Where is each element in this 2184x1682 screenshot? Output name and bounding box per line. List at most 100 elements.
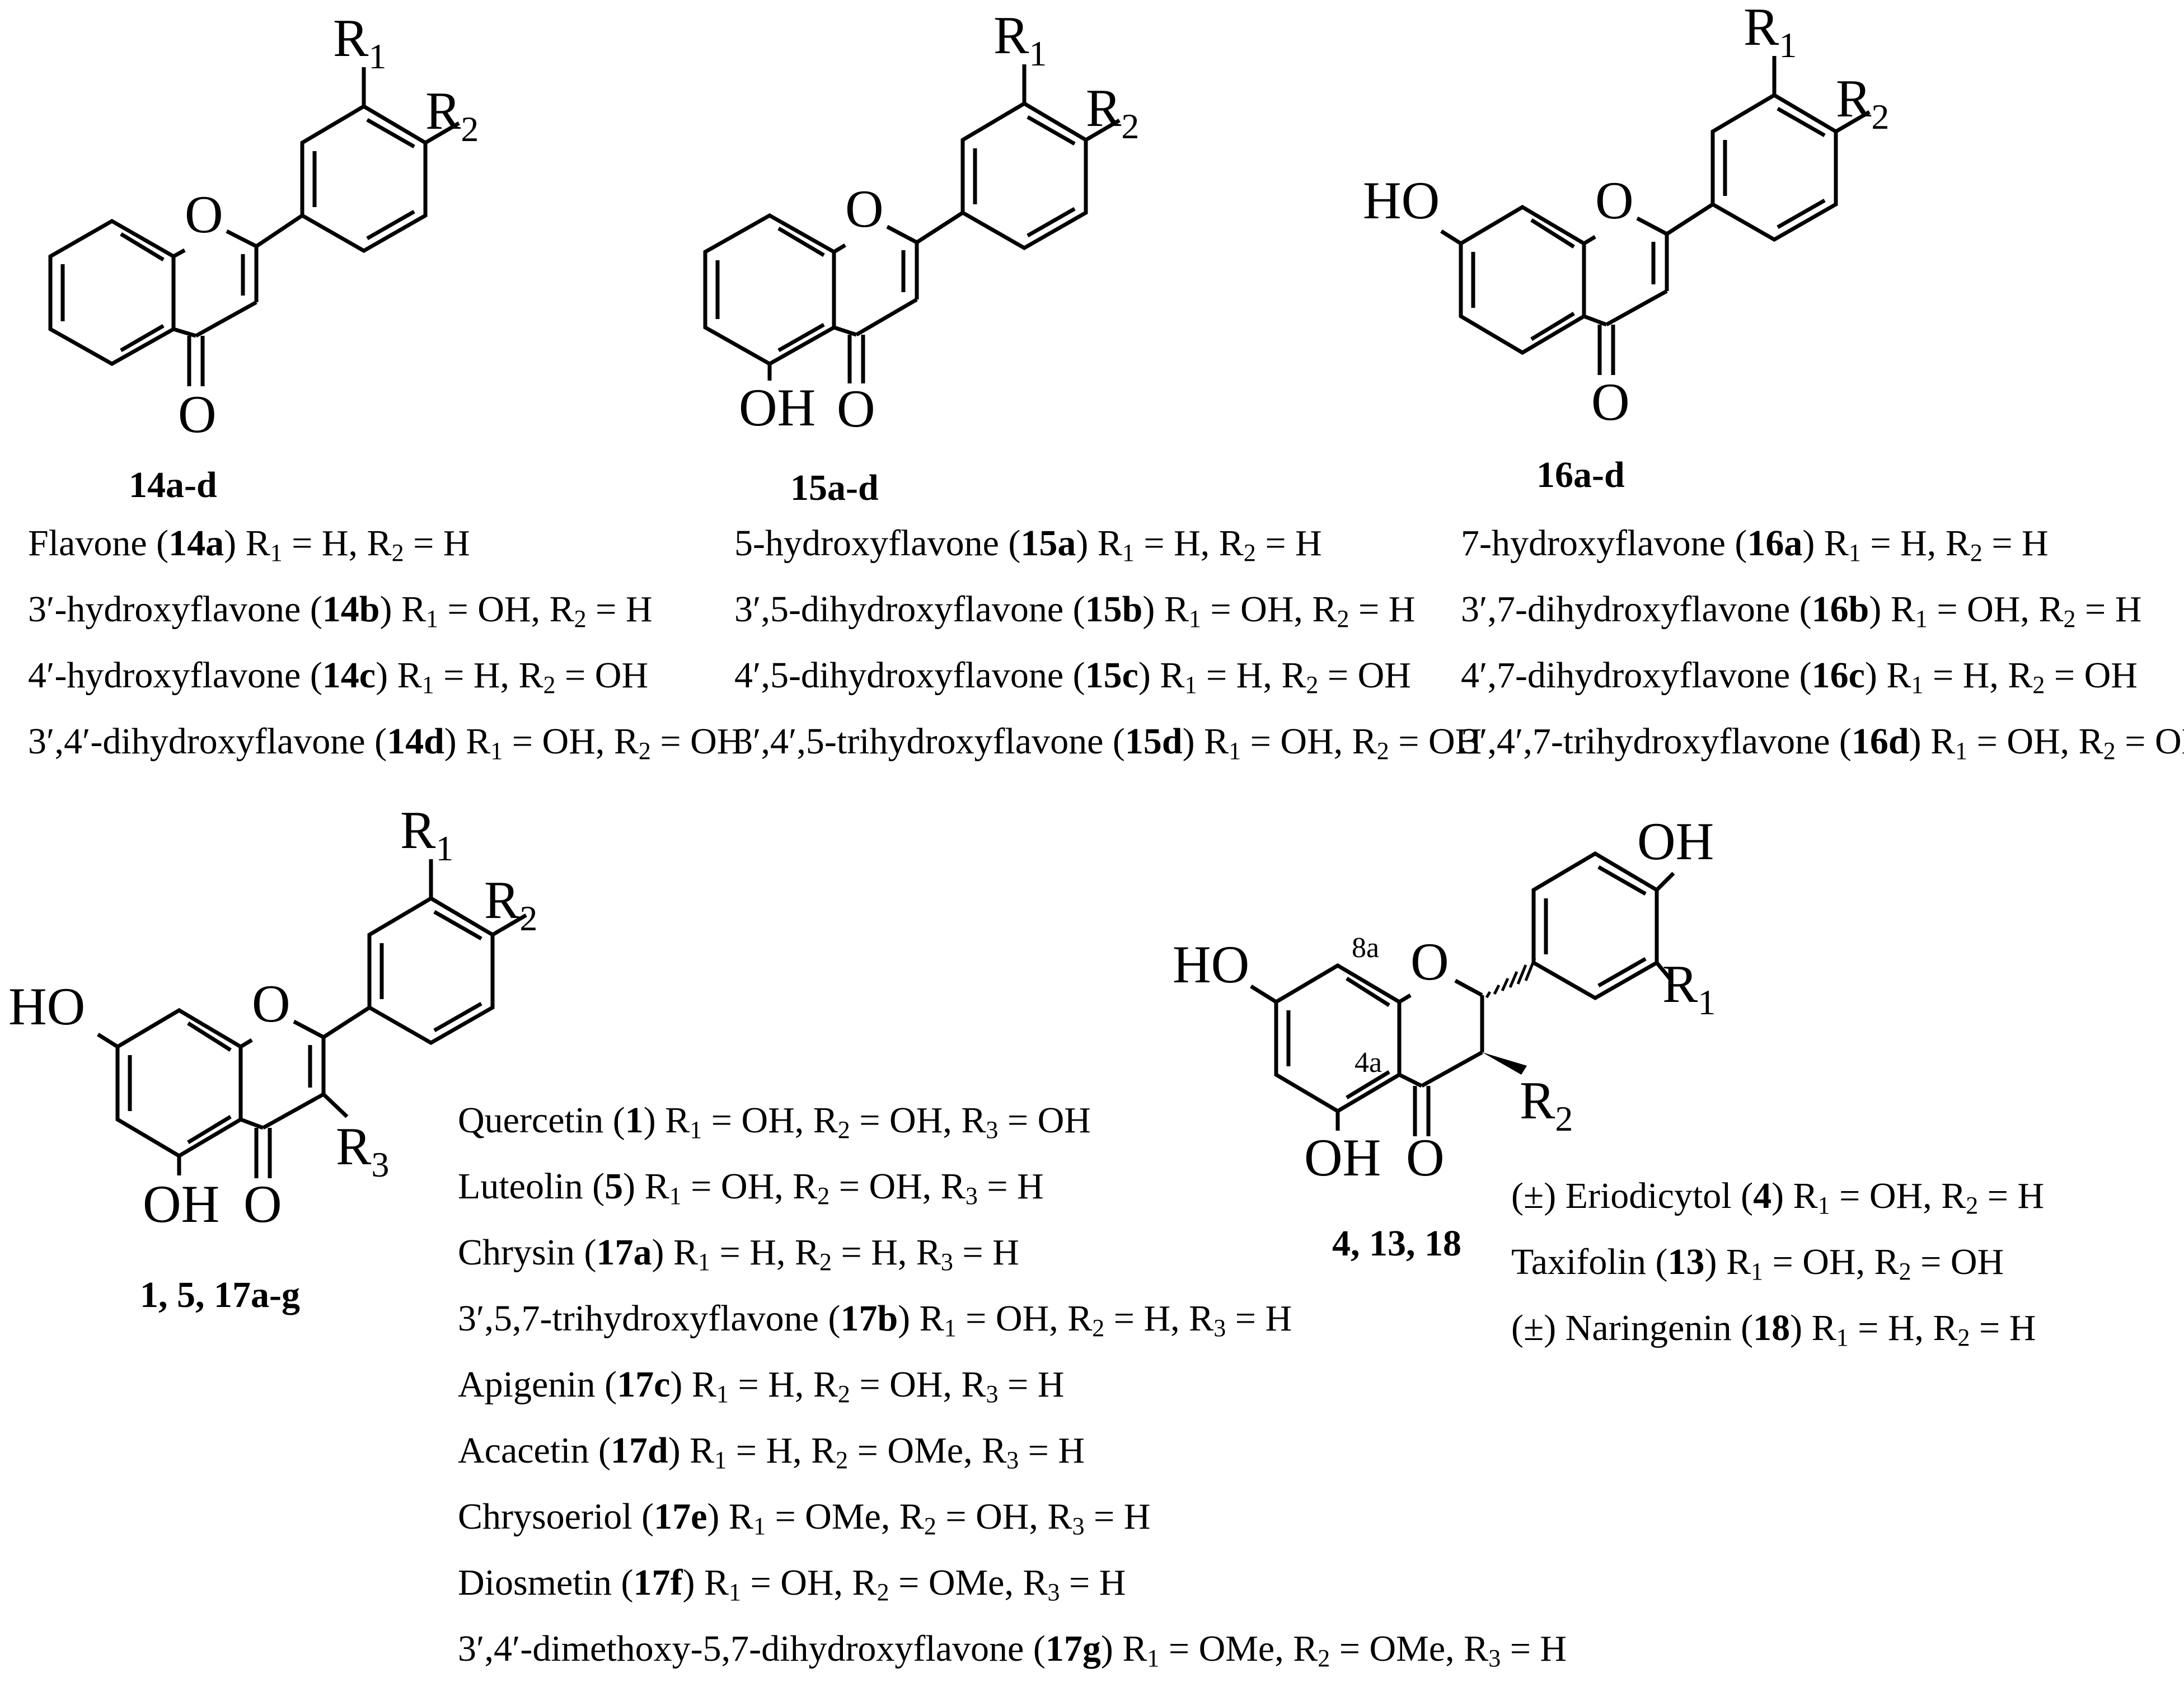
r-symbol: R <box>961 1100 986 1141</box>
r-symbol: R <box>401 589 427 630</box>
r-value: OH <box>2007 721 2060 762</box>
r-value: OH <box>477 589 531 630</box>
r-index: 2 <box>2063 605 2076 632</box>
r-index: 1 <box>1147 1644 1160 1672</box>
series-label-17: 1, 5, 17a-g <box>140 1275 300 1315</box>
r-value: OH <box>780 1562 834 1603</box>
atom-o-ring: O <box>1595 171 1634 230</box>
r-symbol: R <box>794 1232 819 1273</box>
compound-id: 17b <box>840 1298 898 1339</box>
r-index: 1 <box>1836 1324 1849 1351</box>
r-value: OH <box>1357 655 1411 696</box>
r-symbol: R <box>1824 523 1849 564</box>
r-index: 3 <box>1213 1314 1226 1342</box>
compound-name: 3′-hydroxyflavone <box>28 589 301 630</box>
r-index: 2 <box>924 1512 936 1540</box>
compound-id: 16b <box>1811 589 1869 630</box>
structure-16: O O HO R1 R2 16a-d <box>1363 0 1889 495</box>
r-value: H <box>321 523 349 564</box>
compound-id: 18 <box>1753 1308 1791 1348</box>
compound-name: Flavone <box>28 523 147 564</box>
series-label-14: 14a-d <box>129 465 217 505</box>
compound-id: 1 <box>625 1100 644 1141</box>
r-symbol: R <box>2078 721 2103 762</box>
r-symbol: R <box>1312 589 1337 630</box>
compound-row: 3′,4′-dihydroxyflavone (14d) R1 = OH, R2… <box>28 721 744 765</box>
r-value: H <box>2022 523 2049 564</box>
atom-o-carbonyl: O <box>1591 372 1630 432</box>
r-index: 2 <box>391 539 404 566</box>
compound-id: 14d <box>387 721 444 762</box>
compound-name: 3′,4′,5-trihydroxyflavone <box>734 721 1104 762</box>
compound-row: 4′,5-dihydroxyflavone (15c) R1 = H, R2 =… <box>734 655 1411 699</box>
r-index: 1 <box>1955 737 1968 765</box>
r-symbol: R <box>793 1166 818 1207</box>
r-index: 1 <box>1911 671 1924 699</box>
r-value: OH <box>720 1166 775 1207</box>
r-index: 3 <box>986 1380 999 1408</box>
compound-name: Chrysin <box>458 1232 575 1273</box>
substituent-r1: R1 <box>1744 0 1797 65</box>
r-index: 2 <box>2103 737 2116 765</box>
r-value: H <box>1123 1496 1151 1537</box>
r-value: OMe <box>1198 1628 1275 1669</box>
position-label-4a: 4a <box>1355 1047 1382 1079</box>
r-index: 2 <box>543 671 556 699</box>
r-value: H <box>2115 589 2142 630</box>
compound-name: (±) Eriodicytol <box>1511 1175 1732 1216</box>
r-index: 2 <box>574 605 587 632</box>
r-index: 2 <box>1970 539 1983 566</box>
compound-row: 3′-hydroxyflavone (14b) R1 = OH, R2 = H <box>28 589 653 632</box>
r-symbol: R <box>1793 1175 1818 1216</box>
compound-row: Chrysin (17a) R1 = H, R2 = H, R3 = H <box>458 1232 1019 1276</box>
r-value: OH <box>889 1364 943 1405</box>
r-value: H <box>1058 1430 1085 1471</box>
r-symbol: R <box>1941 1175 1966 1216</box>
r-symbol: R <box>961 1364 986 1405</box>
r-value: H <box>766 1430 793 1471</box>
r-value: H <box>2017 1175 2045 1216</box>
substituent-r2: R2 <box>1520 1071 1573 1138</box>
r-value: H <box>625 589 653 630</box>
r-value: OH <box>741 1100 795 1141</box>
atom-o-carbonyl: O <box>837 379 875 438</box>
r-value: OH <box>1802 1241 1856 1282</box>
atom-o-ring: O <box>185 185 223 244</box>
r-index: 1 <box>1848 539 1861 566</box>
compound-name: 3′,4′-dihydroxyflavone <box>28 721 365 762</box>
r-symbol: R <box>518 655 543 696</box>
compound-row: Apigenin (17c) R1 = H, R2 = OH, R3 = H <box>458 1364 1065 1408</box>
r-value: H <box>1236 655 1263 696</box>
substituent-r2: R2 <box>1086 78 1139 146</box>
atom-o-ring: O <box>845 179 884 238</box>
r-value: H <box>1265 1298 1292 1339</box>
r-value: OH <box>1950 1241 2004 1282</box>
substituent-r1: R1 <box>1662 954 1716 1022</box>
r-value: OH <box>869 1166 922 1207</box>
compound-name: Acacetin <box>458 1430 589 1471</box>
r-index: 2 <box>1306 671 1319 699</box>
r-value: OH <box>594 655 649 696</box>
series-label-15: 15a-d <box>790 467 879 508</box>
r-symbol: R <box>367 523 392 564</box>
r-value: OH <box>889 1100 943 1141</box>
r-index: 1 <box>690 1116 702 1144</box>
r-value: H <box>1887 1308 1915 1348</box>
compound-id: 14c <box>322 655 376 696</box>
r-symbol: R <box>1047 1496 1072 1537</box>
substituent-7-oh: HO <box>1173 935 1249 994</box>
compound-id: 14b <box>322 589 380 630</box>
r-index: 2 <box>1376 737 1389 765</box>
r-value: H <box>768 1364 795 1405</box>
substituent-r1: R1 <box>333 8 386 76</box>
r-index: 2 <box>819 1248 832 1276</box>
compound-name: (±) Naringenin <box>1511 1308 1732 1348</box>
compound-name: 3′,4′,7-trihydroxyflavone <box>1461 721 1830 762</box>
structure-17: O O HO OH R3 R1 R2 1, 5, 17a-g <box>8 800 537 1315</box>
compound-name: 3′,4′-dimethoxy-5,7-dihydroxyflavone <box>458 1628 1024 1669</box>
substituent-5-oh: OH <box>1304 1128 1381 1187</box>
r-symbol: R <box>1067 1298 1093 1339</box>
atom-o-ring: O <box>252 974 290 1033</box>
